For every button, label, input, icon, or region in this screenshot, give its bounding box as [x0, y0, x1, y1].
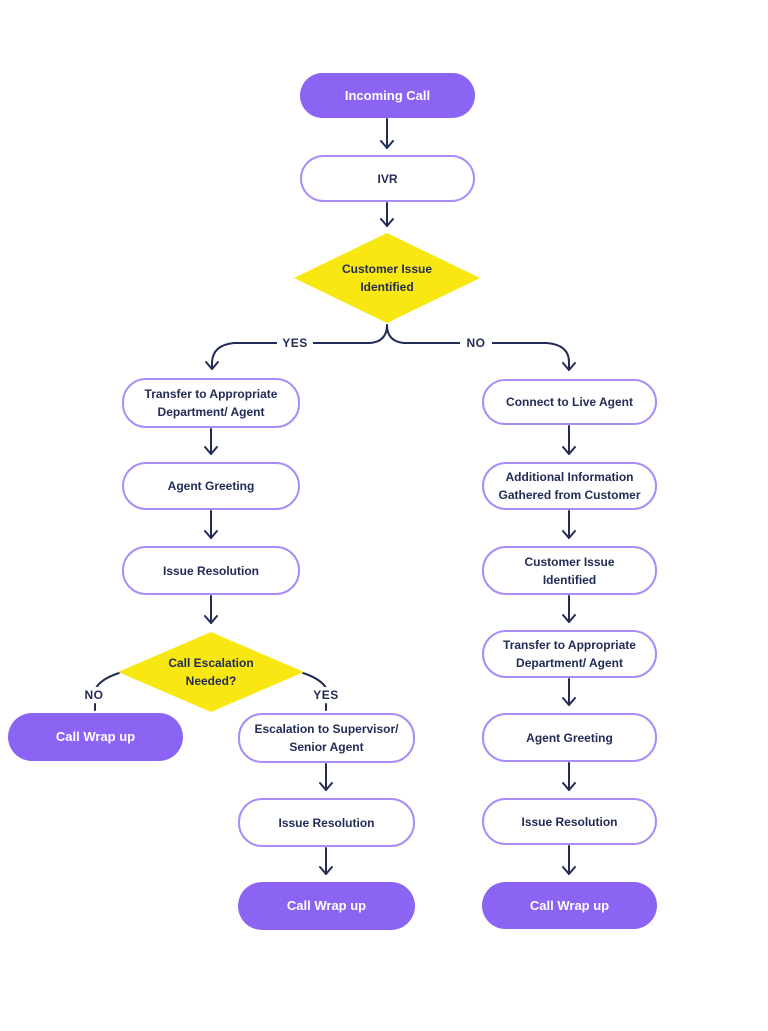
node-transfer-to-department-left: Transfer to Appropriate Department/ Agen… — [122, 378, 300, 428]
node-issue-resolution-left: Issue Resolution — [122, 546, 300, 595]
node-label: Call Wrap up — [529, 897, 610, 913]
node-label: Additional Information Gathered from Cus… — [498, 470, 641, 502]
node-transfer-to-department-right: Transfer to Appropriate Department/ Agen… — [482, 630, 657, 678]
node-label: Transfer to Appropriate Department/ Agen… — [144, 387, 278, 419]
node-escalation-to-supervisor: Escalation to Supervisor/ Senior Agent — [238, 713, 415, 763]
node-label: Issue Resolution — [521, 814, 618, 829]
node-label: Customer Issue Identified — [341, 262, 433, 294]
node-additional-information: Additional Information Gathered from Cus… — [482, 462, 657, 510]
branch-label-no-1: NO — [460, 335, 492, 351]
node-label: Customer Issue Identified — [524, 554, 615, 587]
node-label: Issue Resolution — [162, 563, 260, 578]
node-label: Agent Greeting — [526, 730, 613, 745]
node-label: Call Wrap up — [55, 729, 136, 745]
node-call-wrap-up-right: Call Wrap up — [482, 882, 657, 929]
node-label: Transfer to Appropriate Department/ Agen… — [503, 638, 636, 670]
node-label: Issue Resolution — [278, 815, 375, 830]
edge-decision1-yes-branch — [205, 324, 388, 370]
node-label: Call Escalation Needed? — [168, 656, 254, 688]
node-incoming-call: Incoming Call — [300, 73, 475, 118]
node-label: Call Wrap up — [286, 898, 367, 914]
node-customer-issue-identified-right: Customer Issue Identified — [482, 546, 657, 595]
edge-decision1-no-branch — [386, 324, 576, 371]
node-issue-resolution-right: Issue Resolution — [482, 798, 657, 845]
edge-decision2-no-arc — [95, 672, 120, 689]
node-label: Connect to Live Agent — [506, 395, 633, 409]
branch-label-no-2: NO — [78, 687, 110, 702]
node-issue-resolution-mid: Issue Resolution — [238, 798, 415, 847]
node-label: Incoming Call — [344, 87, 431, 103]
node-call-wrap-up-left: Call Wrap up — [8, 713, 183, 761]
branch-label-yes-1: YES — [277, 335, 313, 351]
node-label: Escalation to Supervisor/ Senior Agent — [254, 722, 399, 754]
branch-label-yes-2: YES — [308, 687, 344, 702]
node-agent-greeting-right: Agent Greeting — [482, 713, 657, 762]
node-call-wrap-up-mid: Call Wrap up — [238, 882, 415, 930]
edge-decision2-yes-arc — [302, 672, 327, 689]
node-agent-greeting-left: Agent Greeting — [122, 462, 300, 510]
node-label: IVR — [377, 171, 398, 186]
node-label: Agent Greeting — [167, 479, 255, 493]
node-ivr: IVR — [300, 155, 475, 202]
node-connect-to-live-agent: Connect to Live Agent — [482, 379, 657, 425]
